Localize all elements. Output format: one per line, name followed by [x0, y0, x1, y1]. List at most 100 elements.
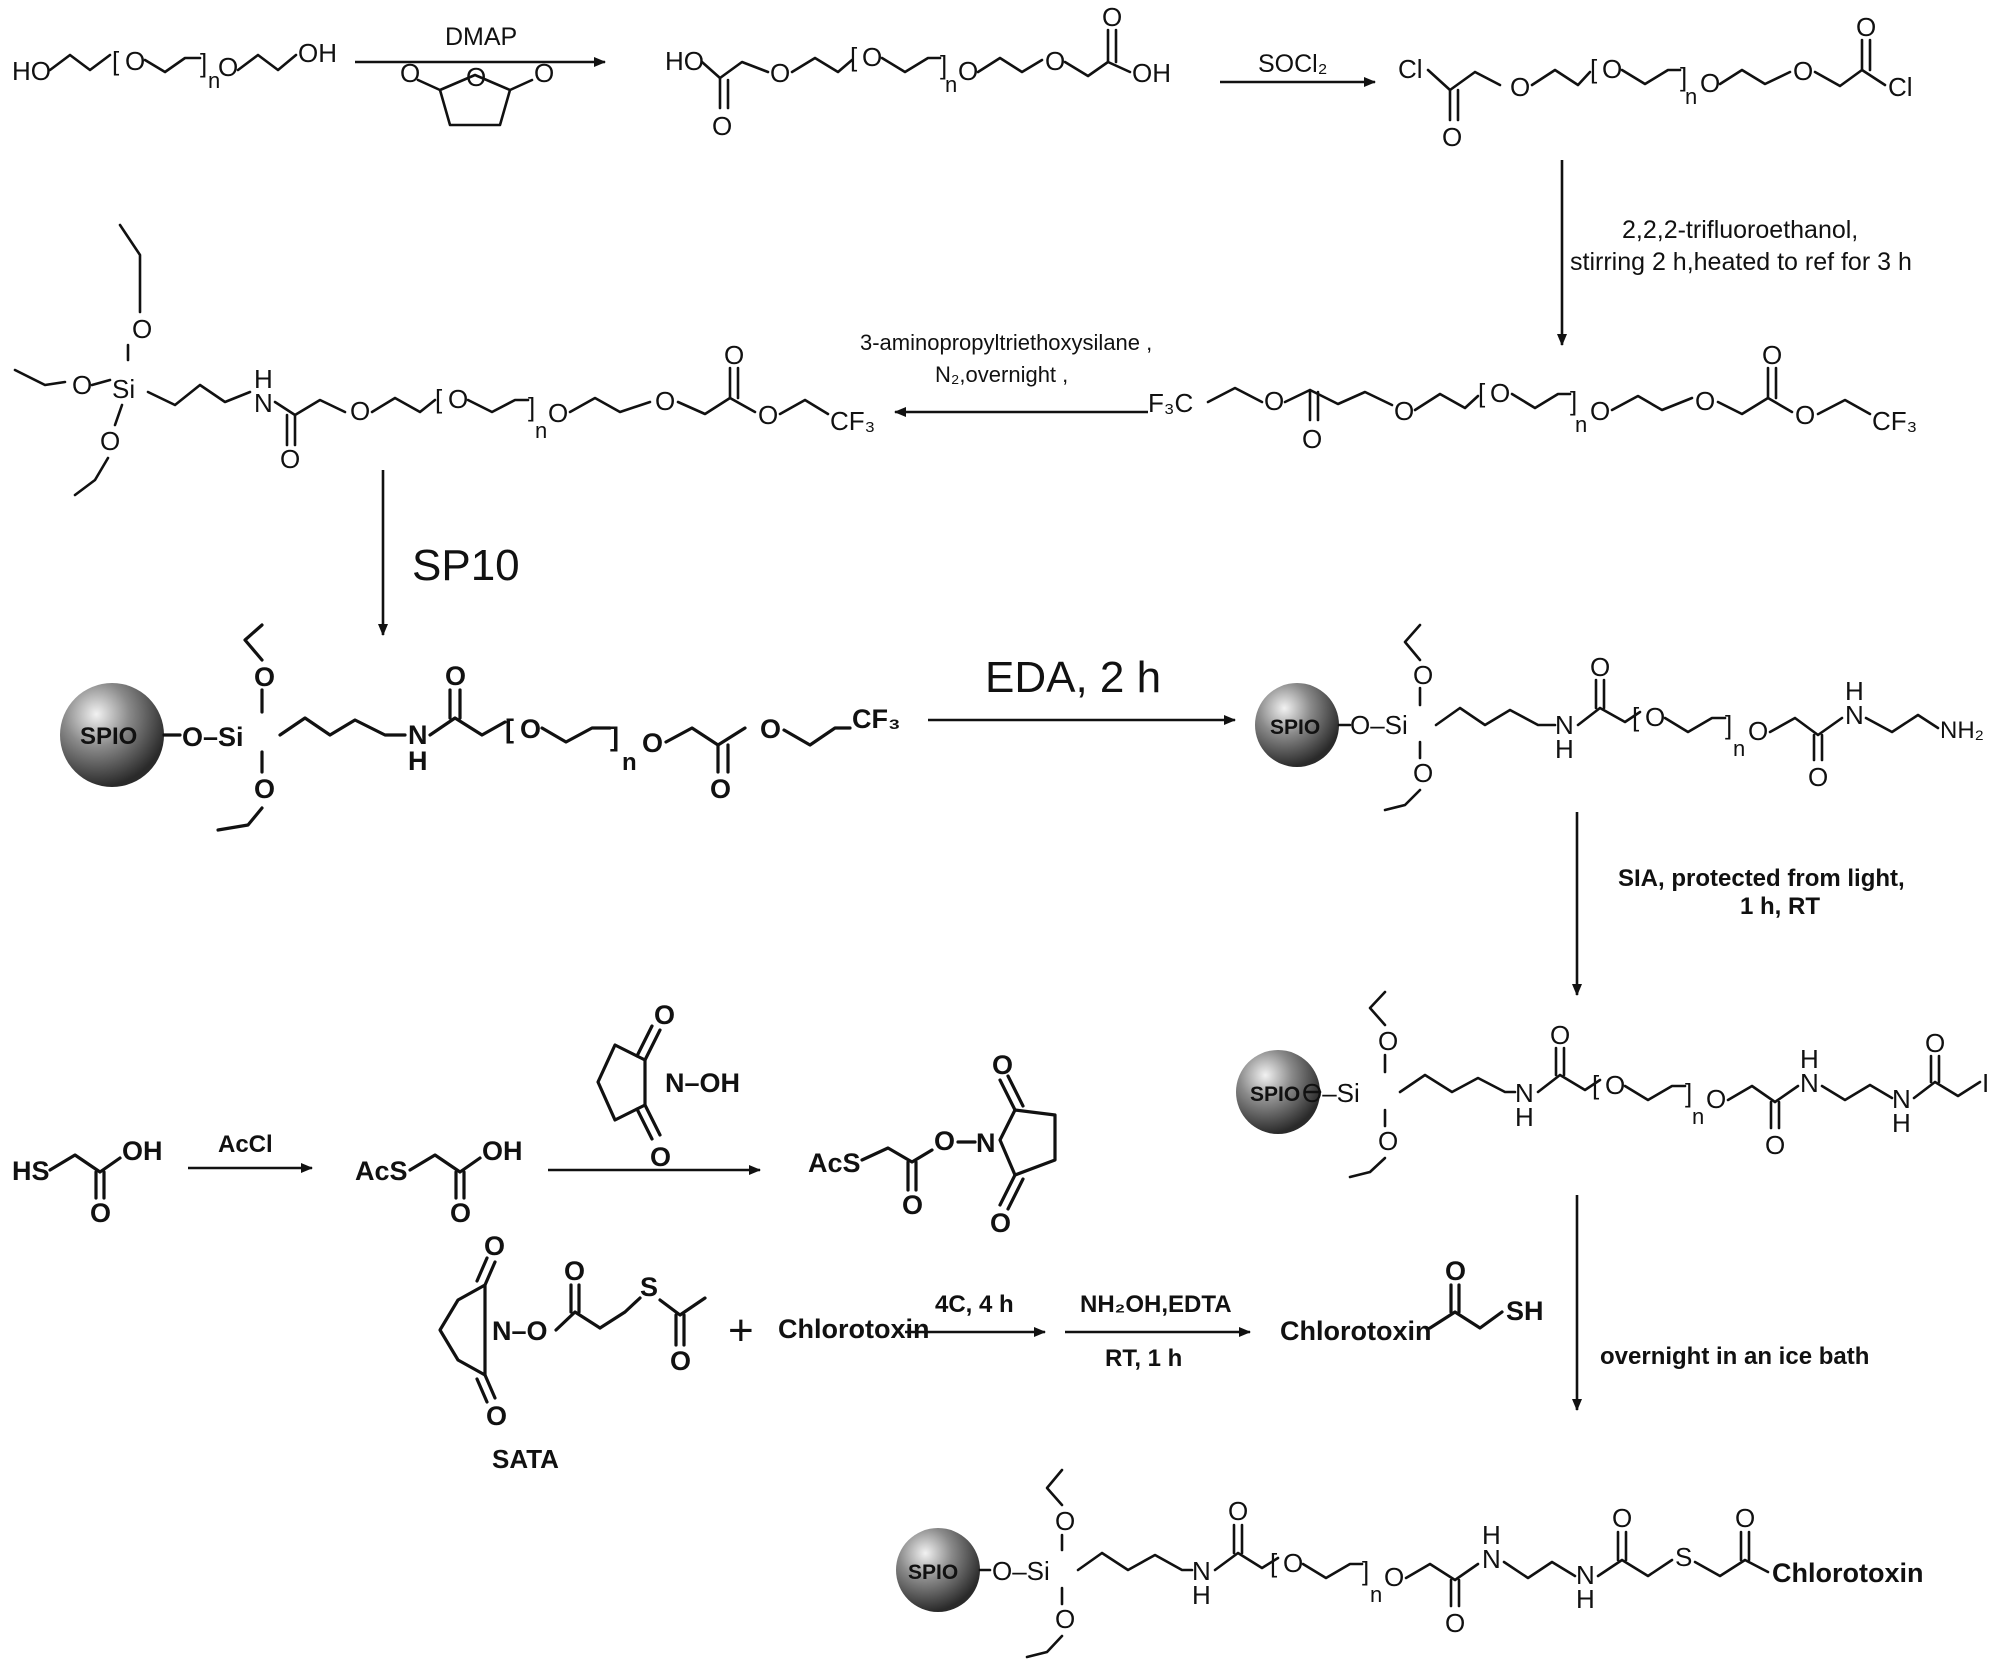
atom-o: O — [655, 386, 675, 416]
cond-eda: EDA, 2 h — [985, 653, 1161, 702]
cond-dmap: DMAP — [445, 23, 517, 51]
bracket: [ — [435, 384, 443, 414]
atom-o: O — [1490, 378, 1510, 408]
atom-acs: AcS — [808, 1148, 861, 1178]
cond-sp10: SP10 — [412, 541, 520, 590]
atom-o: O — [1102, 2, 1122, 32]
atom-o: O — [862, 42, 882, 72]
atom-sh: SH — [1506, 1296, 1544, 1326]
atom-o: O — [1378, 1126, 1398, 1156]
atom-oh: OH — [1132, 58, 1171, 88]
atom-o: O — [1055, 1604, 1075, 1634]
atom-o: O — [1055, 1506, 1075, 1536]
atom-o: O — [448, 384, 468, 414]
atom-n: N — [1892, 1084, 1911, 1114]
atom-o: O — [1445, 1608, 1465, 1638]
bracket: [ — [850, 42, 858, 72]
subscript-n: n — [1370, 1582, 1382, 1607]
atom-h: H — [1482, 1520, 1501, 1550]
cond-socl2: SOCl₂ — [1258, 50, 1327, 78]
atom-o: O — [990, 1208, 1011, 1238]
atom-o: O — [1590, 652, 1610, 682]
atom-o: O — [958, 56, 978, 86]
cond-sia-line2: 1 h, RT — [1740, 893, 1820, 920]
atom-n: N — [254, 388, 273, 418]
atom-i: I — [1982, 1068, 1989, 1098]
atom-o: O — [534, 58, 554, 88]
atom-o: O — [1700, 68, 1720, 98]
compound-spio-peg-ester: SPIO O–Si O O N H O [ O ] n O O O CF₃ — [60, 623, 900, 832]
compound-silane-peg-ester: O O Si O H N O O [ O ] n O O O O CF₃ — [13, 223, 875, 497]
cond-tfe-line2: stirring 2 h,heated to ref for 3 h — [1570, 248, 1912, 276]
compound-spio-iodoacetamide: SPIO O–Si O O N H O [ O ] n O O H N N H … — [1236, 990, 1989, 1179]
atom-o: O — [125, 46, 145, 76]
atom-o: O — [1856, 12, 1876, 42]
atom-cf3: CF₃ — [852, 704, 900, 734]
atom-n: N — [976, 1128, 996, 1158]
subscript-n: n — [208, 68, 220, 93]
atom-n: N — [1555, 710, 1574, 740]
atom-o: O — [1602, 54, 1622, 84]
cond-nh2oh-edta: NH₂OH,EDTA — [1080, 1291, 1232, 1318]
compound-thioglycolic-acid: HS O OH — [12, 1136, 163, 1228]
bracket: [ — [1632, 702, 1640, 732]
bracket: ] — [940, 50, 947, 80]
atom-n-o: N–O — [492, 1316, 548, 1346]
cond-aptes-line2: N₂,overnight , — [935, 362, 1068, 387]
atom-o: O — [1264, 386, 1284, 416]
bracket: [ — [1478, 378, 1486, 408]
atom-si: Si — [112, 374, 135, 404]
compound-s-acetylthioglycolic-acid: AcS O OH — [355, 1136, 523, 1228]
compound-peg-diacyl-chloride: Cl O O [ O ] n O O O Cl — [1398, 12, 1913, 152]
bracket: [ — [1590, 54, 1598, 84]
atom-o: O — [650, 1142, 671, 1172]
bracket: ] — [1362, 1556, 1369, 1586]
atom-o: O — [1706, 1084, 1726, 1114]
atom-o: O — [760, 714, 781, 744]
label-chlorotoxin: Chlorotoxin — [1280, 1316, 1431, 1346]
bracket: ] — [1570, 386, 1577, 416]
atom-o: O — [486, 1401, 507, 1431]
atom-o: O — [1384, 1562, 1404, 1592]
atom-o: O — [400, 58, 420, 88]
plus-sign: + — [728, 1306, 754, 1355]
atom-o: O — [724, 340, 744, 370]
atom-o: O — [1695, 386, 1715, 416]
atom-h: H — [408, 746, 428, 776]
atom-ho: HO — [12, 56, 51, 86]
atom-o: O — [90, 1198, 111, 1228]
atom-n: N — [408, 720, 428, 750]
label-sata: SATA — [492, 1444, 559, 1474]
spio-nanoparticle — [1236, 1050, 1320, 1134]
spio-label: SPIO — [1270, 716, 1320, 739]
reagent-n-hydroxysuccinimide: O O N–OH — [596, 1000, 740, 1172]
atom-o: O — [1413, 660, 1433, 690]
atom-o: O — [710, 774, 731, 804]
subscript-n: n — [1685, 84, 1697, 109]
atom-o: O — [254, 662, 275, 692]
subscript-n: n — [1733, 736, 1745, 761]
atom-o: O — [758, 400, 778, 430]
cond-4c-4h: 4C, 4 h — [935, 1291, 1014, 1318]
compound-peg-diacid: HO O O [ O ] n O O O OH — [665, 2, 1171, 141]
atom-o: O — [902, 1190, 923, 1220]
atom-o-si: O–Si — [992, 1556, 1050, 1586]
atom-h: H — [1515, 1102, 1534, 1132]
atom-o: O — [1283, 1548, 1303, 1578]
spio-nanoparticle — [896, 1528, 980, 1612]
atom-o: O — [1590, 396, 1610, 426]
atom-o: O — [1228, 1496, 1248, 1526]
atom-o: O — [1510, 72, 1530, 102]
atom-o-si: O–Si — [182, 722, 244, 752]
subscript-n: n — [945, 72, 957, 97]
bracket: [ — [1592, 1070, 1600, 1100]
atom-o: O — [100, 426, 120, 456]
compound-nhs-ester: AcS O O N O O — [808, 1050, 1057, 1238]
atom-o: O — [654, 1000, 675, 1030]
atom-o: O — [466, 62, 486, 92]
cond-aptes-line1: 3-aminopropyltriethoxysilane , — [860, 330, 1152, 355]
atom-o: O — [642, 728, 663, 758]
subscript-n: n — [1692, 1104, 1704, 1129]
bracket: ] — [1725, 710, 1732, 740]
